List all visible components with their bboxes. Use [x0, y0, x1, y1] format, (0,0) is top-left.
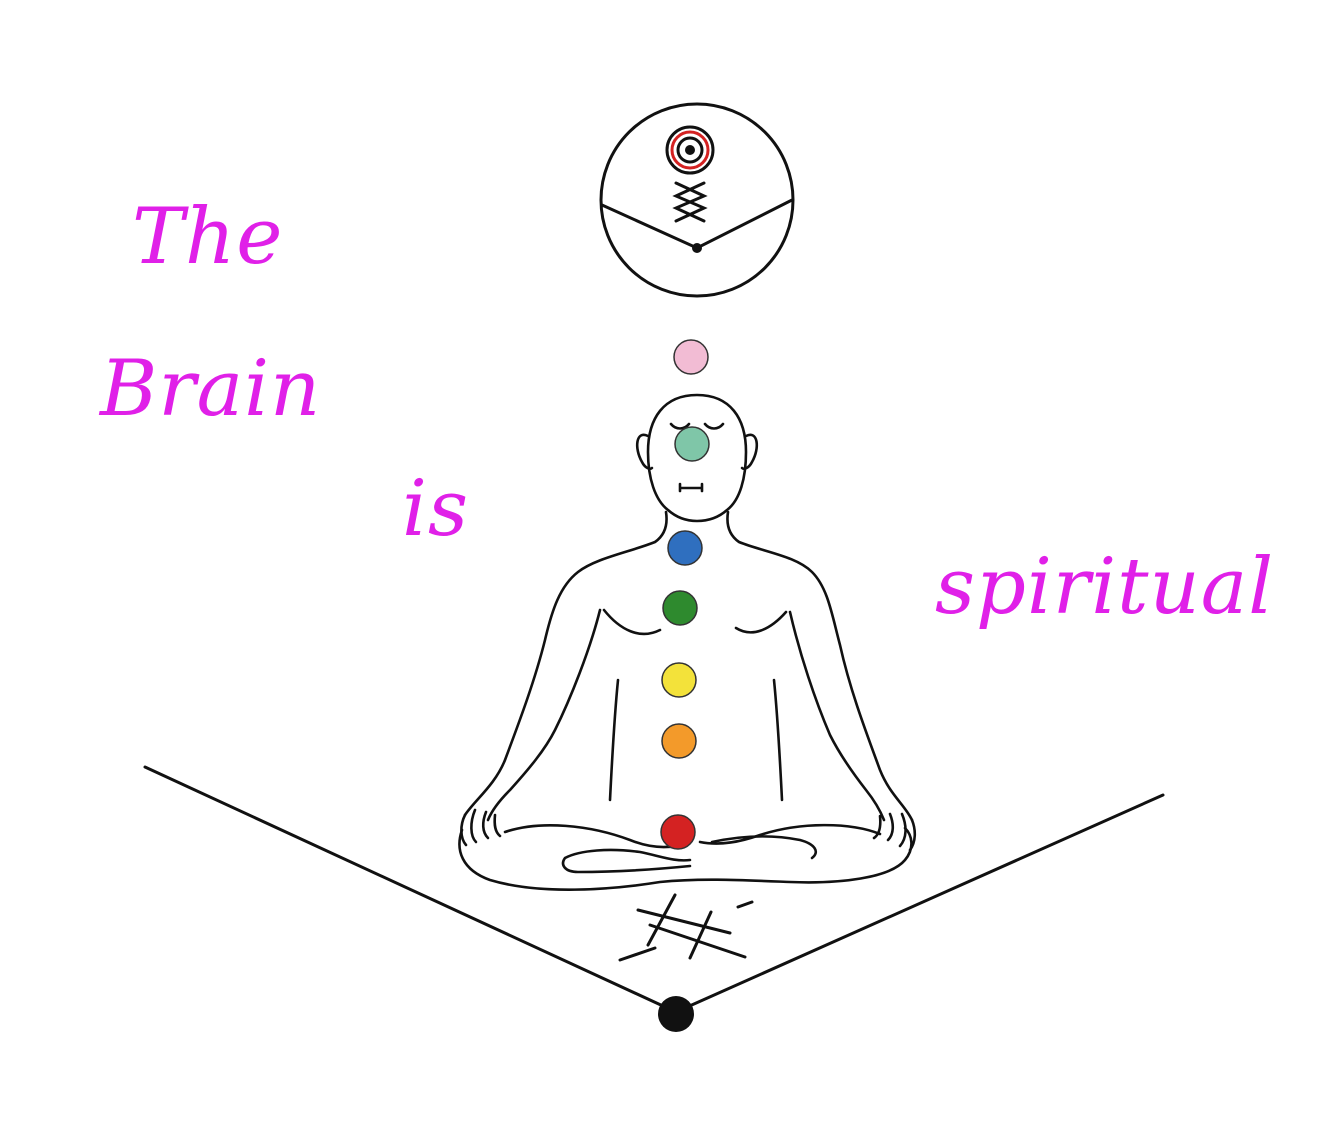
throat-chakra-dot — [667, 530, 703, 566]
crown-symbol-v-line — [601, 198, 793, 250]
third-eye-chakra-dot — [674, 426, 710, 462]
figure-head — [646, 393, 748, 523]
heart-chakra-dot — [662, 590, 698, 626]
crown-symbol-dot — [692, 243, 702, 253]
figure-chest-left — [602, 608, 662, 636]
figure-foot-right — [710, 835, 817, 860]
meditating-figure-icon — [458, 393, 917, 891]
figure-leg-right-top — [698, 823, 882, 845]
figure-eye-right — [703, 422, 725, 430]
figure-torso-right — [726, 510, 914, 822]
caption-word-the: The — [132, 192, 284, 282]
crown-symbol — [599, 102, 795, 298]
ground-line-left — [143, 765, 678, 1014]
target-symbol-icon — [665, 125, 715, 175]
ground-vertex-dot — [658, 996, 694, 1032]
sacral-chakra-dot — [661, 723, 697, 759]
figure-mouth — [678, 482, 704, 493]
figure-arm-inner-left — [486, 608, 602, 822]
figure-arm-inner-right — [788, 610, 886, 822]
figure-chest-right — [734, 610, 788, 634]
figure-foot — [561, 848, 692, 874]
caption-word-brain: Brain — [100, 344, 322, 434]
figure-hand-left — [460, 808, 502, 847]
ground-rune-icon — [618, 893, 754, 962]
crown-chakra-dot — [673, 339, 709, 375]
figure-ear-left — [635, 433, 654, 471]
root-chakra-dot — [660, 814, 696, 850]
figure-torso-left — [463, 510, 668, 817]
figure-eye-left — [669, 422, 691, 430]
caption-word-is: is — [402, 464, 469, 554]
figure-waist-left — [608, 678, 620, 802]
caption-word-spiritual: spiritual — [935, 542, 1275, 632]
figure-ear-right — [740, 433, 759, 471]
figure-leg-left-top — [503, 824, 692, 849]
solar-plexus-chakra-dot — [661, 662, 697, 698]
figure-legs-outer — [458, 826, 913, 891]
ground-line-right — [674, 793, 1165, 1014]
figure-waist-right — [772, 678, 784, 802]
chakra-column — [660, 339, 710, 850]
ground-v-lines — [143, 765, 1165, 1014]
zigzag-rune-icon — [672, 181, 708, 223]
figure-hand-right — [872, 812, 917, 852]
crown-symbol-circle — [599, 102, 795, 298]
